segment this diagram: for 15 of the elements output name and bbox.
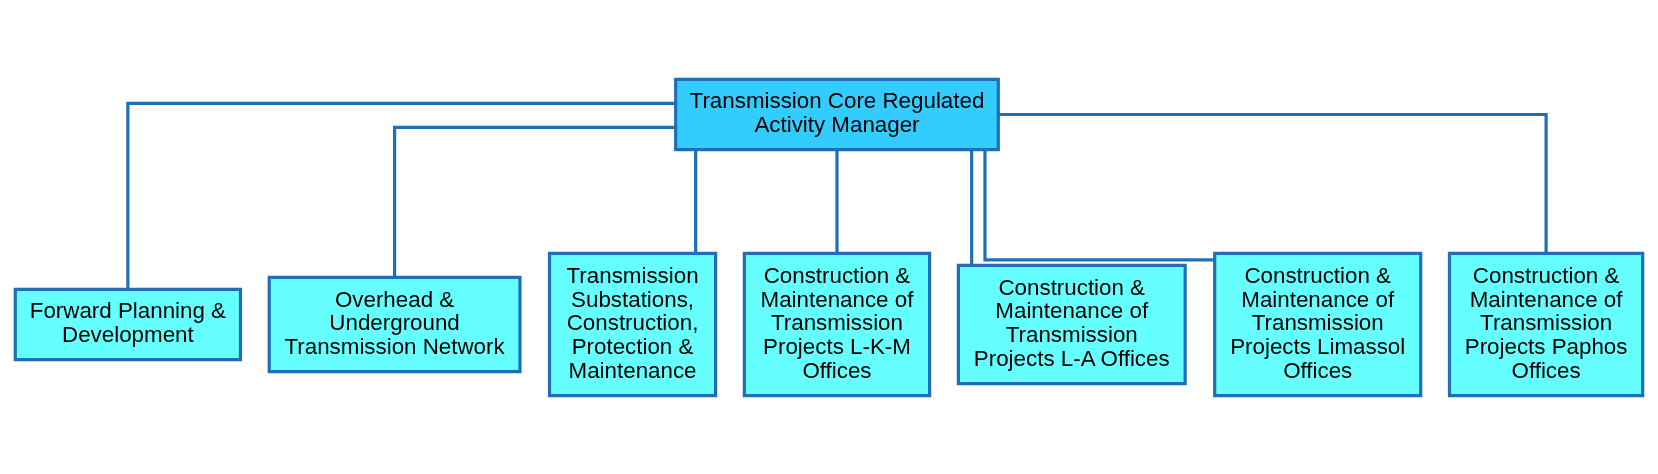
node-box: Overhead & Underground Transmission Network bbox=[267, 275, 522, 373]
connector bbox=[970, 149, 974, 265]
connector bbox=[126, 101, 676, 289]
node-box: Construction & Maintenance of Transmission Projects Limassol Offices bbox=[1213, 251, 1423, 397]
node-box: Transmission Core Regulated Activity Manager bbox=[674, 77, 1000, 151]
node-box: Construction & Maintenance of Transmission Projects Paphos Offices bbox=[1447, 251, 1645, 397]
connector bbox=[983, 149, 1215, 261]
node-box: Transmission Substations, Construction, Protection & Maintenance bbox=[547, 251, 718, 397]
connector bbox=[393, 125, 676, 277]
node-box: Construction & Maintenance of Transmission Projects L-K-M Offices bbox=[742, 251, 932, 397]
connector bbox=[998, 112, 1548, 253]
connector bbox=[835, 149, 839, 253]
node-box: Forward Planning & Development bbox=[13, 287, 243, 361]
connector bbox=[694, 149, 698, 253]
node-box: Construction & Maintenance of Transmission Projects L-A Offices bbox=[956, 263, 1187, 385]
